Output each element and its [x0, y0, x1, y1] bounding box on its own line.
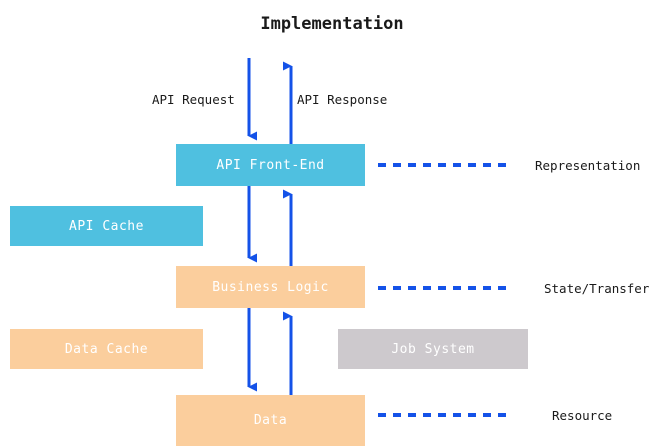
node-business-logic-label: Business Logic [212, 279, 329, 295]
node-api-cache-label: API Cache [69, 218, 144, 234]
label-api-request: API Request [152, 92, 235, 107]
node-job-system-label: Job System [391, 341, 475, 357]
node-job-system[interactable]: Job System [338, 329, 528, 369]
node-data[interactable]: Data [176, 395, 365, 446]
page-title: Implementation [260, 14, 404, 34]
side-label-resource: Resource [552, 408, 613, 423]
node-api-front-end-label: API Front-End [216, 157, 325, 173]
node-data-cache[interactable]: Data Cache [10, 329, 203, 369]
side-label-state-transfer: State/Transfer [544, 281, 650, 296]
side-label-representation: Representation [535, 158, 641, 173]
node-api-front-end[interactable]: API Front-End [176, 144, 365, 186]
node-api-cache[interactable]: API Cache [10, 206, 203, 246]
node-data-label: Data [253, 413, 288, 428]
node-data-cache-label: Data Cache [64, 341, 149, 357]
node-business-logic[interactable]: Business Logic [176, 266, 365, 308]
label-api-response: API Response [297, 92, 388, 107]
